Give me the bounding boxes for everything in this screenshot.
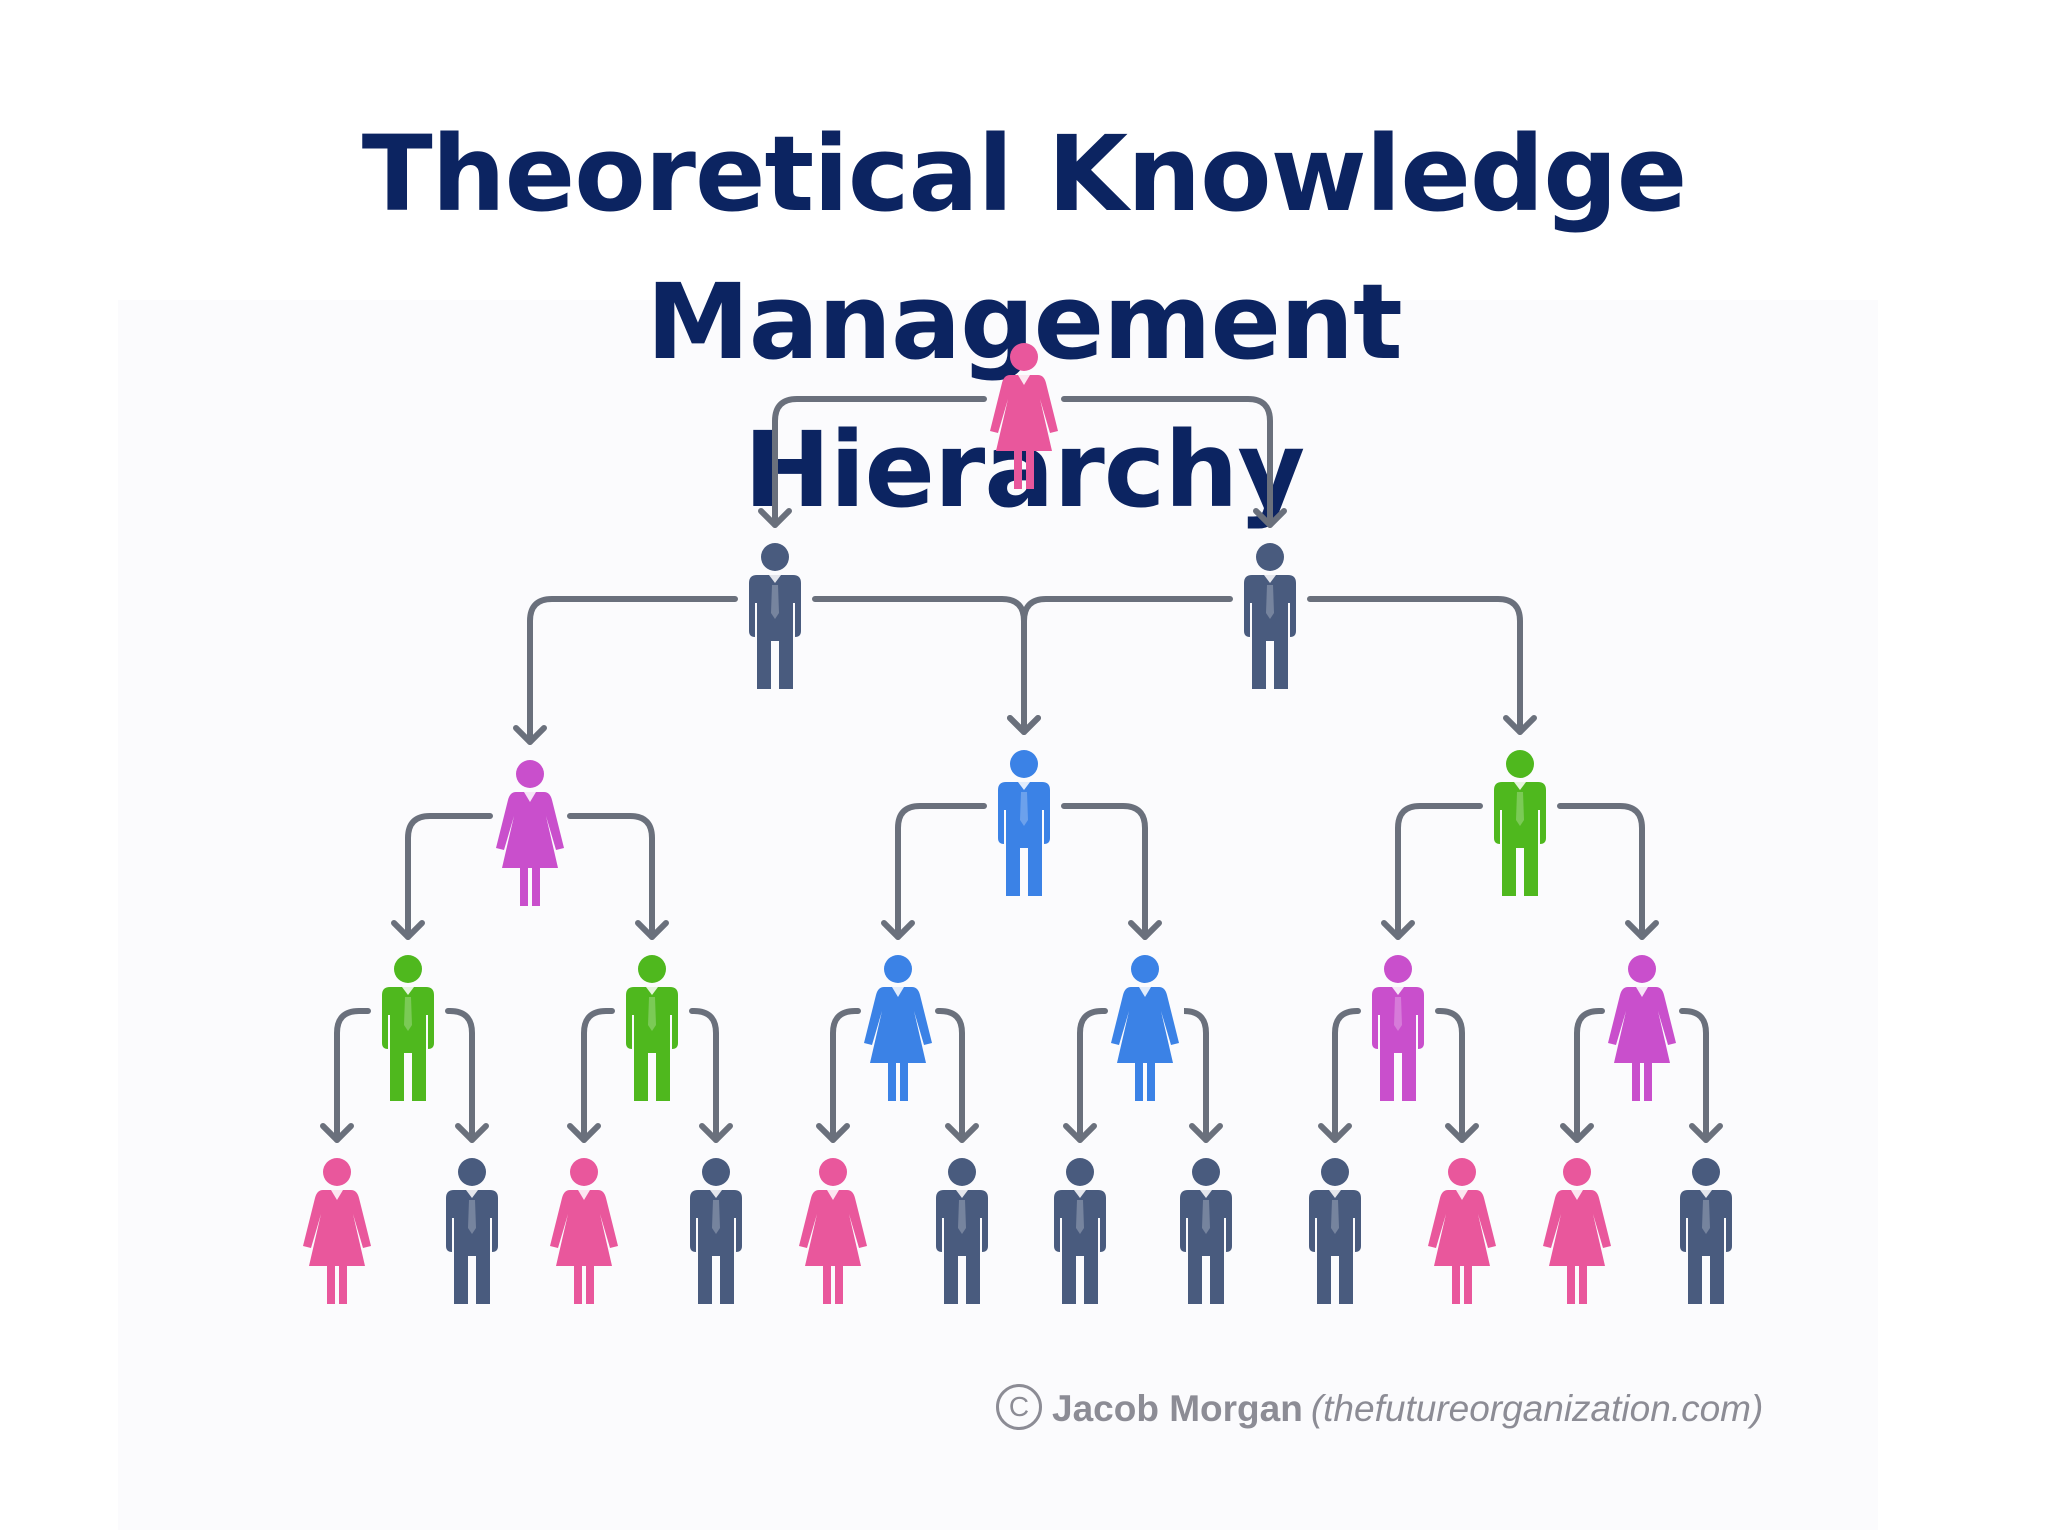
- level-4-woman-icon-9: [1428, 1158, 1496, 1304]
- connector-arrow-3-4-to-4-9: [1435, 1008, 1479, 1143]
- connector-arrow-1-1-to-2-2: [1307, 596, 1537, 735]
- level-4-man-icon-1: [446, 1158, 498, 1304]
- connector-arrow-3-3-to-4-7: [1182, 1008, 1223, 1143]
- connector-arrow-2-2-to-3-5: [1557, 803, 1659, 940]
- connector-arrow-2-2-to-3-4: [1381, 803, 1483, 940]
- connector-arrow-3-1-to-4-3: [689, 1008, 733, 1143]
- title-line-1: Theoretical Knowledge Management: [361, 112, 1688, 383]
- connector-arrow-3-1-to-4-2: [567, 1008, 615, 1143]
- level-4-woman-icon-0: [303, 1158, 371, 1304]
- level-4-man-icon-7: [1180, 1158, 1232, 1304]
- connector-arrow-3-2-to-4-4: [816, 1008, 861, 1143]
- level-3-woman-icon-5: [1608, 955, 1676, 1101]
- level-4-man-icon-6: [1054, 1158, 1106, 1304]
- connector-arrow-0-0-to-1-1: [1061, 396, 1287, 528]
- level-4-woman-icon-4: [799, 1158, 867, 1304]
- connector-arrow-2-1-to-3-2: [881, 803, 987, 940]
- level-4-woman-icon-2: [550, 1158, 618, 1304]
- level-1-man-icon-1: [1244, 543, 1296, 689]
- connector-arrow-2-1-to-3-3: [1061, 803, 1162, 940]
- connector-arrow-1-0-to-2-1: [812, 596, 1041, 735]
- credit-author: Jacob Morgan: [1052, 1388, 1303, 1429]
- connector-layer: [320, 396, 1723, 1143]
- level-3-man-icon-4: [1372, 955, 1424, 1101]
- level-3-woman-icon-2: [864, 955, 932, 1101]
- connector-arrow-3-2-to-4-5: [935, 1008, 979, 1143]
- level-2-man-icon-2: [1494, 750, 1546, 896]
- connector-arrow-0-0-to-1-0: [758, 396, 987, 528]
- connector-arrow-3-5-to-4-11: [1679, 1008, 1723, 1143]
- credit-website: (thefutureorganization.com): [1310, 1388, 1764, 1429]
- level-4-man-icon-8: [1309, 1158, 1361, 1304]
- connector-arrow-2-0-to-3-1: [567, 813, 669, 940]
- connector-arrow-1-0-to-2-0: [513, 596, 738, 745]
- level-1-man-icon-0: [749, 543, 801, 689]
- connector-arrow-3-0-to-4-0: [320, 1008, 371, 1143]
- connector-arrow-3-3-to-4-6: [1063, 1008, 1108, 1143]
- level-2-man-icon-1: [998, 750, 1050, 896]
- figure-background: [118, 300, 1878, 1530]
- level-3-man-icon-1: [626, 955, 678, 1101]
- connector-arrow-3-0-to-4-1: [445, 1008, 489, 1143]
- level-3-man-icon-0: [382, 955, 434, 1101]
- level-4-woman-icon-10: [1543, 1158, 1611, 1304]
- level-2-woman-icon-0: [496, 760, 564, 906]
- level-4-man-icon-5: [936, 1158, 988, 1304]
- connector-arrow-1-1-to-2-1: [1007, 596, 1233, 735]
- level-0-woman-icon-0: [990, 343, 1058, 489]
- copyright-icon: C: [996, 1384, 1042, 1431]
- level-4-man-icon-3: [690, 1158, 742, 1304]
- people-layer: [303, 343, 1732, 1304]
- connector-arrow-3-5-to-4-10: [1560, 1008, 1605, 1143]
- level-4-man-icon-11: [1680, 1158, 1732, 1304]
- connector-arrow-3-4-to-4-8: [1318, 1008, 1361, 1143]
- connector-arrow-2-0-to-3-0: [391, 813, 493, 940]
- level-3-woman-icon-3: [1111, 955, 1179, 1101]
